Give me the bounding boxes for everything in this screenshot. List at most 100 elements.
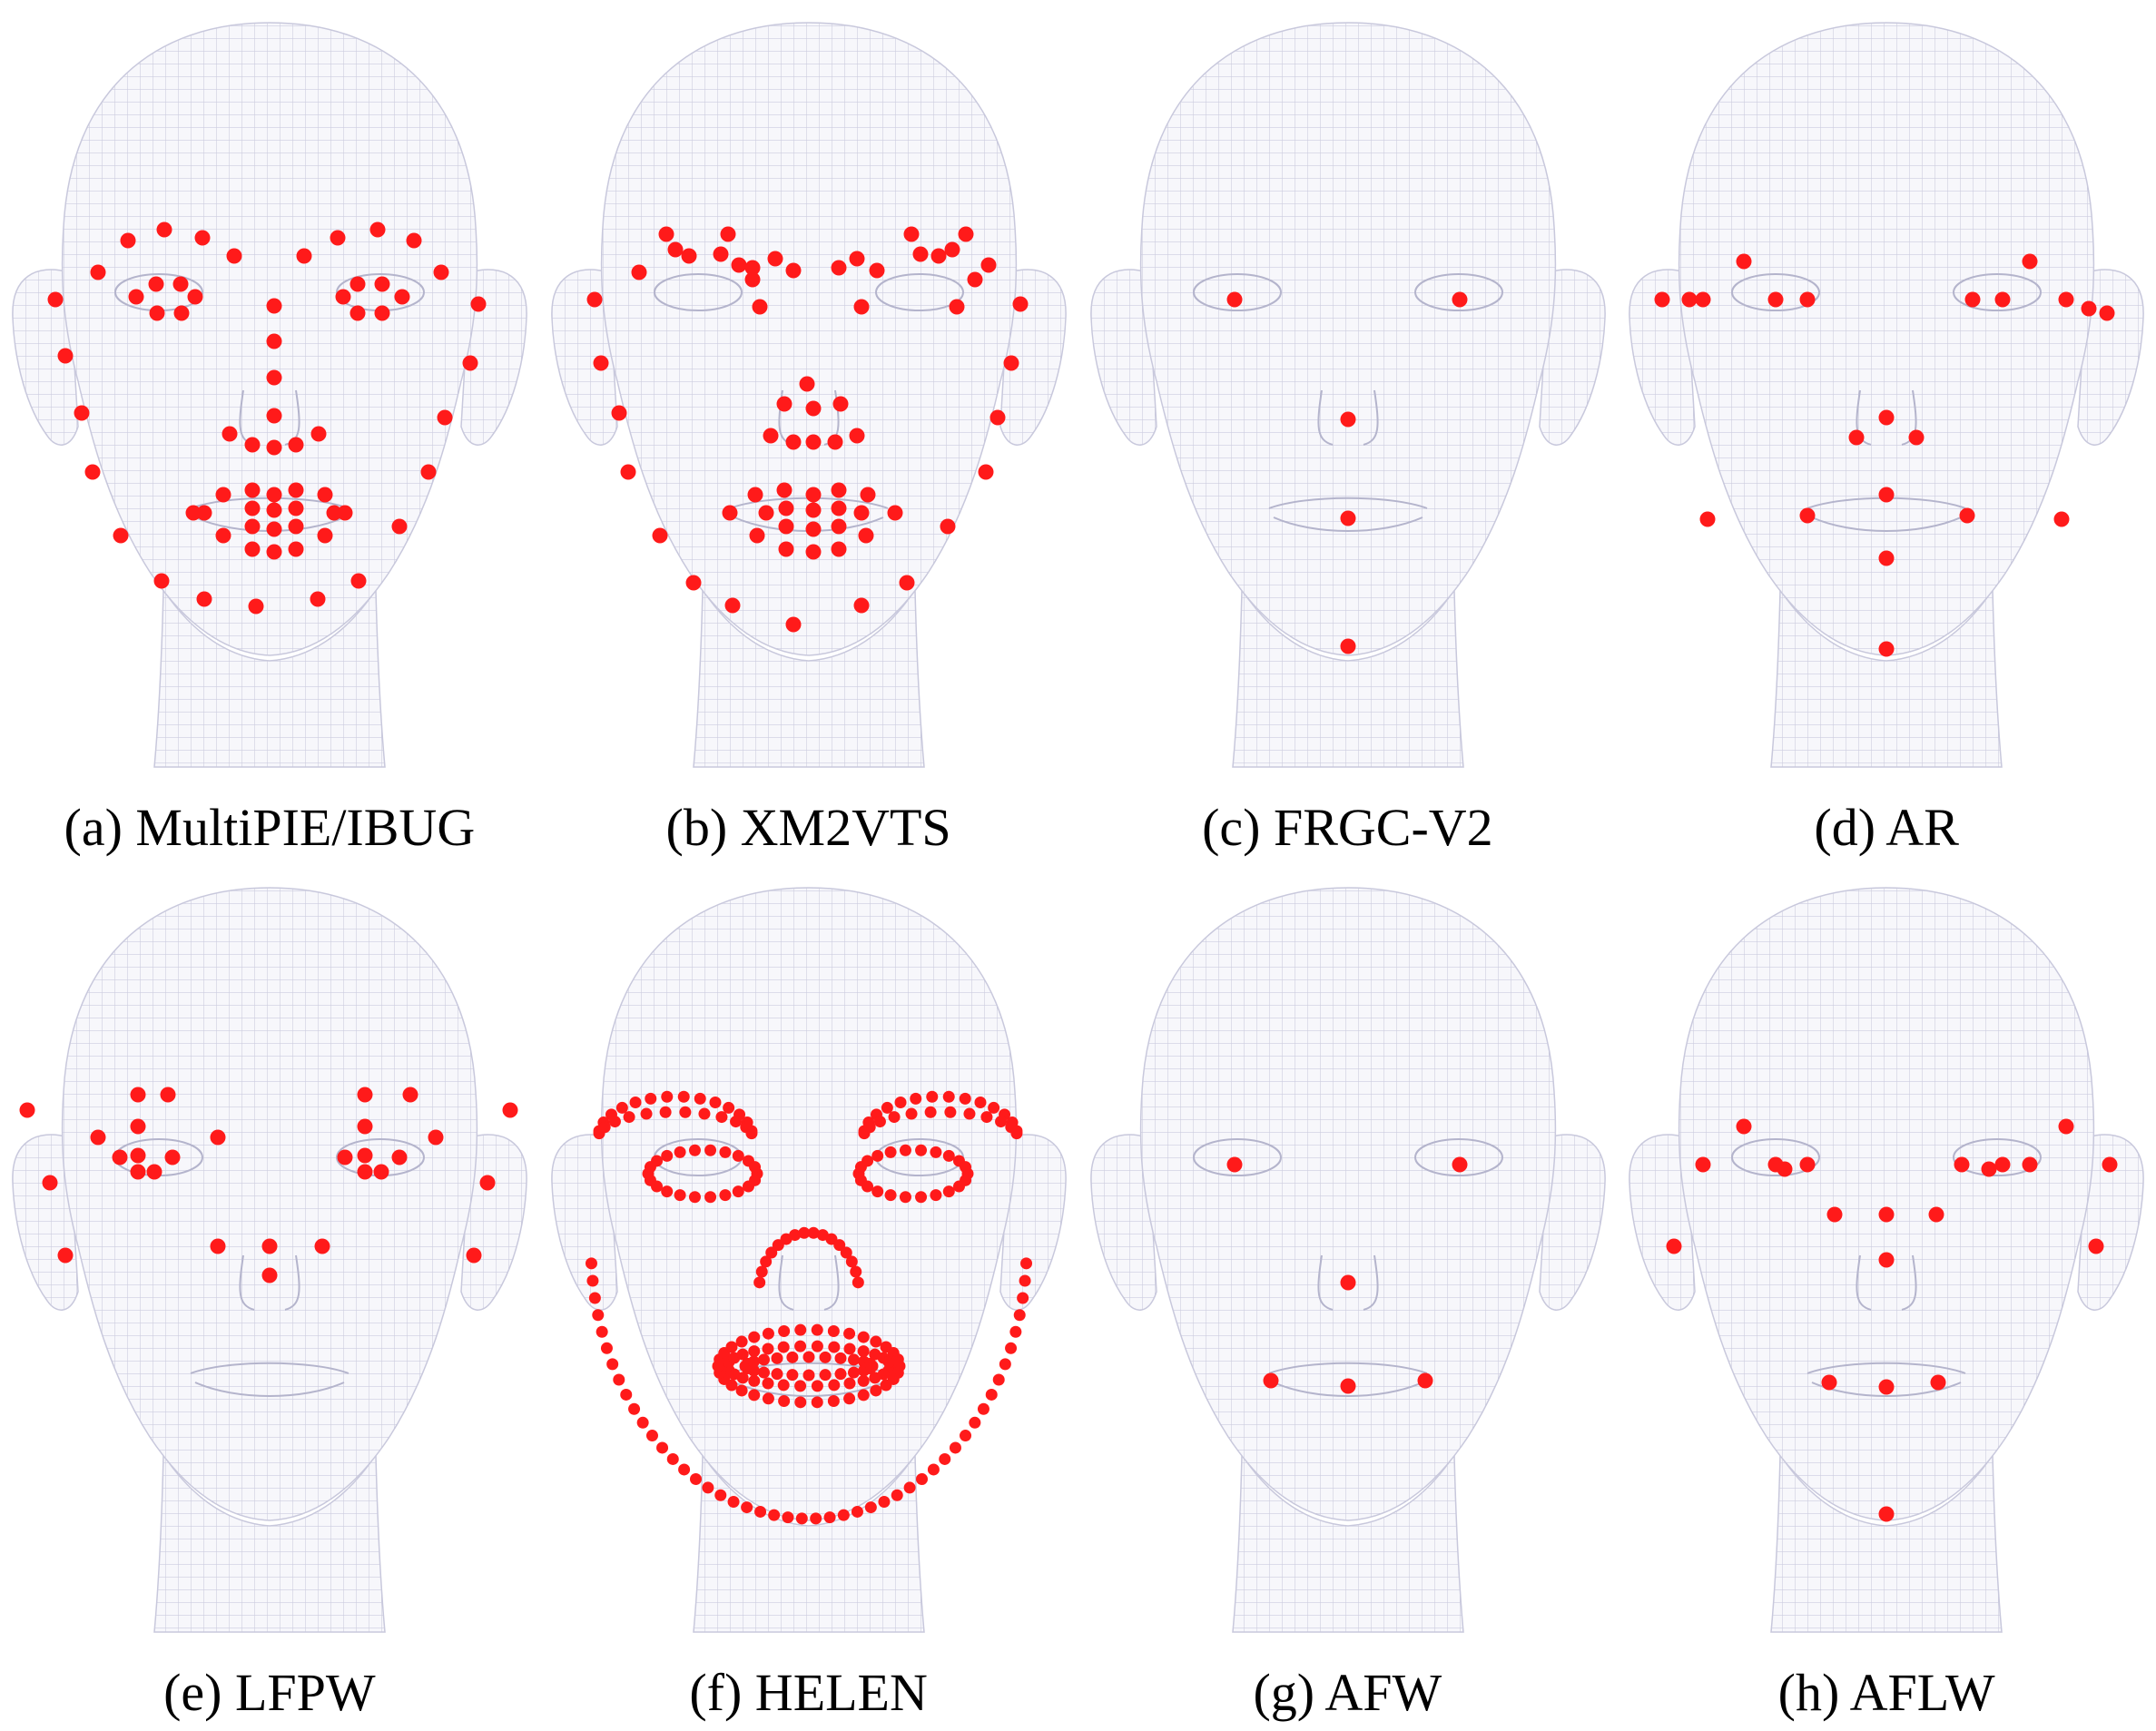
landmark-point: [462, 355, 478, 371]
landmark-point: [949, 299, 965, 315]
caption-e: (e) LFPW: [163, 1663, 376, 1722]
facial-relief: [1731, 273, 2043, 532]
landmark-point: [878, 1496, 891, 1509]
landmark-point: [992, 1373, 1005, 1386]
landmark-point: [793, 1380, 806, 1392]
landmark-point: [1010, 1127, 1023, 1140]
landmark-point: [357, 1087, 373, 1103]
landmark-point: [762, 1392, 774, 1405]
landmark-point: [980, 257, 997, 273]
landmark-point: [314, 1238, 330, 1254]
landmark-point: [173, 305, 190, 321]
landmark-point: [927, 1463, 940, 1476]
landmark-point: [337, 505, 353, 521]
landmark-point: [843, 1377, 856, 1390]
landmark-point: [266, 408, 282, 424]
landmark-point: [837, 1509, 850, 1521]
landmark-point: [811, 1380, 823, 1392]
landmark-point: [596, 1325, 608, 1338]
landmark-point: [831, 500, 847, 516]
landmark-point: [903, 226, 920, 242]
landmark-point: [752, 299, 768, 315]
landmark-point: [374, 305, 390, 321]
landmark-point: [719, 1189, 732, 1202]
landmark-point: [731, 257, 747, 273]
landmark-point: [762, 1343, 774, 1355]
landmark-point: [952, 1180, 965, 1193]
landmark-point: [1959, 507, 1975, 524]
landmark-point: [130, 1087, 146, 1103]
landmark-point: [636, 1416, 649, 1429]
landmark-point: [661, 1090, 674, 1103]
landmark-point: [849, 1265, 861, 1278]
landmark-point: [244, 541, 261, 557]
landmark-point: [744, 271, 761, 288]
landmark-point: [598, 1121, 611, 1134]
landmark-point: [747, 1331, 760, 1343]
landmark-point: [1928, 1206, 1944, 1223]
landmark-point: [869, 1372, 881, 1384]
landmark-point: [586, 291, 603, 308]
landmark-point: [827, 1394, 840, 1407]
landmark-point: [704, 1191, 716, 1204]
landmark-point: [847, 1366, 860, 1379]
landmark-point: [244, 500, 261, 516]
face-mesh-d: [1629, 22, 2145, 768]
landmark-point: [420, 464, 437, 480]
landmark-point: [1981, 1161, 1997, 1177]
landmark-point: [842, 1392, 855, 1405]
head-shape: [12, 887, 527, 1633]
landmark-point: [802, 1351, 815, 1363]
landmark-point: [771, 1352, 783, 1364]
landmark-point: [1654, 291, 1670, 308]
landmark-point: [317, 487, 333, 503]
landmark-point: [853, 597, 870, 614]
landmark-point: [786, 1369, 799, 1382]
landmark-point: [794, 1323, 807, 1336]
landmark-point: [611, 405, 627, 421]
landmark-point: [858, 527, 874, 544]
landmark-point: [871, 1149, 883, 1162]
landmark-point: [745, 1127, 758, 1140]
landmark-point: [1003, 355, 1019, 371]
landmark-point: [674, 1146, 686, 1158]
landmark-point: [391, 1149, 408, 1165]
landmark-point: [912, 246, 929, 262]
landmark-point: [851, 1505, 863, 1518]
landmark-point: [187, 289, 203, 305]
caption-f: (f) HELEN: [689, 1663, 928, 1722]
landmark-point: [827, 1325, 840, 1338]
landmark-point: [845, 1255, 858, 1268]
landmark-point: [714, 1489, 727, 1501]
landmark-point: [685, 575, 702, 591]
landmark-point: [969, 1416, 981, 1429]
landmark-point: [1013, 1309, 1026, 1322]
landmark-point: [1699, 511, 1716, 527]
landmark-point: [702, 1481, 714, 1494]
caption-d: (d) AR: [1814, 798, 1959, 857]
landmark-point: [762, 1377, 774, 1390]
landmark-point: [1340, 510, 1355, 526]
landmark-point: [2022, 1156, 2038, 1173]
landmark-point: [688, 1144, 701, 1156]
landmark-point: [667, 241, 684, 258]
landmark-point: [47, 291, 64, 308]
landmark-point: [930, 1146, 942, 1158]
landmark-point: [903, 1481, 916, 1494]
landmark-point: [999, 1358, 1011, 1371]
landmark-point: [914, 1191, 927, 1204]
landmark-point: [949, 1441, 961, 1454]
landmark-point: [160, 1087, 176, 1103]
landmark-point: [930, 248, 947, 264]
head-shape: [1089, 22, 1606, 768]
landmark-point: [1004, 1342, 1017, 1354]
landmark-point: [1340, 411, 1355, 428]
landmark-point: [196, 505, 212, 521]
caption-c: (c) FRGC-V2: [1202, 798, 1493, 857]
landmark-point: [764, 1246, 777, 1259]
landmark-point: [802, 1369, 815, 1382]
landmark-point: [747, 1389, 760, 1402]
landmark-point: [620, 464, 636, 480]
landmark-point: [776, 396, 793, 412]
landmark-point: [958, 226, 974, 242]
